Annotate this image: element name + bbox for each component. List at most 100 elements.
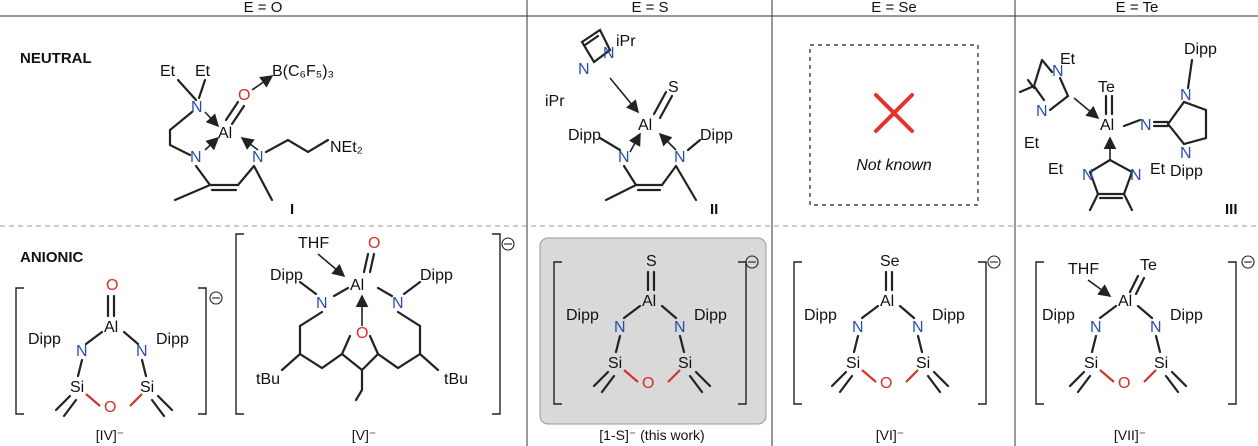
- atom-n: N: [674, 149, 686, 166]
- atom-n: N: [316, 295, 328, 312]
- atom-al: Al: [880, 293, 894, 310]
- atom-ipr: iPr: [545, 93, 565, 110]
- header-e-o: E = O: [244, 0, 283, 16]
- atom-o: O: [106, 277, 118, 294]
- label-V: [V]⁻: [352, 427, 377, 443]
- atom-thf: THF: [298, 235, 329, 252]
- atom-n: N: [618, 149, 630, 166]
- atom-te: Te: [1098, 79, 1115, 96]
- atom-dipp: Dipp: [156, 331, 189, 348]
- atom-n: N: [603, 45, 615, 62]
- atom-al: Al: [218, 125, 232, 142]
- structure-V: THF O Al Dipp Dipp N N O tBu tBu [V]⁻: [235, 233, 515, 443]
- atom-o: O: [368, 235, 380, 252]
- atom-dipp: Dipp: [694, 307, 727, 324]
- highlight-box: [539, 237, 767, 425]
- atom-n: N: [578, 61, 590, 78]
- atom-thf: THF: [1068, 261, 1099, 278]
- structure-1S: S Al N N Dipp Dipp Si Si O [1-S]⁻ (this …: [539, 237, 767, 443]
- atom-dipp: Dipp: [700, 127, 733, 144]
- atom-n: N: [190, 149, 202, 166]
- atom-et: Et: [1150, 161, 1166, 178]
- structure-VI: Se Al N N Dipp Dipp Si Si O [VI]⁻: [793, 253, 1001, 443]
- label-III: III: [1225, 201, 1238, 218]
- atom-o: O: [356, 325, 368, 342]
- atom-n: N: [1082, 167, 1094, 184]
- row-title-anionic: ANIONIC: [20, 249, 84, 266]
- atom-si: Si: [140, 379, 154, 396]
- atom-net2: NEt₂: [330, 139, 363, 156]
- atom-n: N: [1180, 87, 1192, 104]
- atom-et: Et: [160, 63, 176, 80]
- atom-dipp: Dipp: [804, 307, 837, 324]
- atom-tbu: tBu: [444, 371, 468, 388]
- atom-dipp: Dipp: [566, 307, 599, 324]
- atom-o: O: [238, 87, 250, 104]
- cross-icon: [874, 93, 914, 133]
- atom-et: Et: [195, 63, 211, 80]
- atom-dipp: Dipp: [1042, 307, 1075, 324]
- atom-n: N: [392, 295, 404, 312]
- atom-dipp: Dipp: [270, 267, 303, 284]
- atom-tbu: tBu: [256, 371, 280, 388]
- atom-n: N: [76, 343, 88, 360]
- atom-n: N: [1140, 117, 1152, 134]
- atom-o: O: [104, 399, 116, 416]
- structure-IV: O Al N N Dipp Dipp Si Si O [IV]⁻: [15, 277, 223, 443]
- atom-se: Se: [880, 253, 900, 270]
- atom-n: N: [1180, 145, 1192, 162]
- atom-al: Al: [638, 117, 652, 134]
- atom-n: N: [912, 319, 924, 336]
- atom-dipp: Dipp: [1184, 41, 1217, 58]
- label-VI: [VI]⁻: [876, 427, 904, 443]
- not-known-box: Not known: [809, 44, 979, 206]
- atom-o: O: [880, 375, 892, 392]
- atom-dipp: Dipp: [420, 267, 453, 284]
- atom-si: Si: [608, 355, 622, 372]
- atom-al: Al: [104, 319, 118, 336]
- atom-s: S: [668, 79, 679, 96]
- atom-o: O: [642, 375, 654, 392]
- structure-I: Et Et N Al O B(C₆F₅)₃ N N NEt₂ I: [160, 63, 363, 218]
- atom-al: Al: [642, 293, 656, 310]
- label-IV: [IV]⁻: [96, 427, 124, 443]
- atom-et: Et: [1048, 161, 1064, 178]
- atom-n: N: [136, 343, 148, 360]
- atom-dipp: Dipp: [568, 127, 601, 144]
- atom-dipp: Dipp: [1170, 163, 1203, 180]
- atom-n: N: [1090, 319, 1102, 336]
- header-e-te: E = Te: [1116, 0, 1159, 16]
- atom-n: N: [1150, 319, 1162, 336]
- atom-et: Et: [1060, 51, 1076, 68]
- atom-si: Si: [1154, 355, 1168, 372]
- atom-n: N: [614, 319, 626, 336]
- atom-et: Et: [1024, 135, 1040, 152]
- atom-bc6f5: B(C₆F₅)₃: [272, 63, 334, 80]
- structure-III: Et N N Et Al Te N N Dipp N Dipp N Et N E…: [1018, 41, 1238, 218]
- atom-si: Si: [916, 355, 930, 372]
- atom-te: Te: [1140, 257, 1157, 274]
- header-e-s: E = S: [631, 0, 668, 16]
- atom-si: Si: [1084, 355, 1098, 372]
- atom-si: Si: [678, 355, 692, 372]
- row-title-neutral: NEUTRAL: [20, 50, 92, 67]
- atom-al: Al: [1100, 117, 1114, 134]
- not-known-text: Not known: [856, 157, 932, 174]
- atom-dipp: Dipp: [932, 307, 965, 324]
- structure-VII: THF Te Al N N Dipp Dipp Si Si O [VII]⁻: [1035, 255, 1255, 443]
- atom-n: N: [252, 149, 264, 166]
- atom-si: Si: [846, 355, 860, 372]
- label-II: II: [710, 201, 718, 218]
- atom-al: Al: [1118, 293, 1132, 310]
- atom-s: S: [646, 253, 657, 270]
- atom-n: N: [674, 319, 686, 336]
- atom-o: O: [1118, 375, 1130, 392]
- atom-si: Si: [70, 379, 84, 396]
- atom-n: N: [1052, 63, 1064, 80]
- atom-dipp: Dipp: [1170, 307, 1203, 324]
- label-VII: [VII]⁻: [1114, 427, 1146, 443]
- atom-dipp: Dipp: [28, 331, 61, 348]
- atom-n: N: [1036, 103, 1048, 120]
